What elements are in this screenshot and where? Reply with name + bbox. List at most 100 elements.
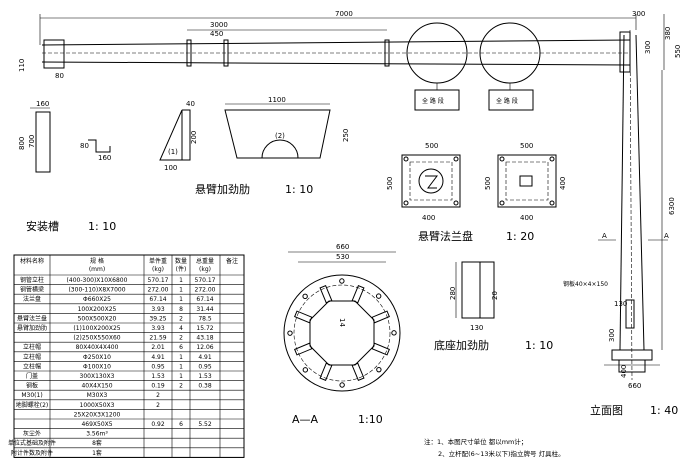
base-rib-dim-20: 20 — [491, 291, 499, 300]
table-cell: 8套 — [92, 439, 102, 447]
elev-dim-660: 660 — [628, 382, 641, 390]
groove-dim-80: 80 — [80, 142, 89, 150]
anchor-bolt-hole — [339, 382, 345, 388]
table-cell: 100X200X25 — [78, 306, 117, 313]
table-cell: 立柱帽 — [23, 353, 41, 361]
table-cell: 8 — [179, 306, 183, 313]
base-scale: 1:10 — [358, 413, 383, 426]
mounting-groove-detail: 160 800 700 80 160 安装槽 1: 10 — [18, 100, 116, 233]
table-cell: 灰尘外 — [23, 430, 41, 438]
elev-title: 立面图 — [590, 403, 623, 417]
table-cell: 0.19 — [151, 383, 165, 390]
elev-mark-a-left: A — [602, 232, 607, 240]
base-rib-title: 底座加劲肋 — [434, 338, 489, 352]
table-cell: 3.93 — [151, 325, 165, 332]
rib-part-2: (2) — [275, 132, 285, 140]
groove-dim-700: 700 — [28, 135, 36, 148]
base-rib-mark — [294, 310, 313, 324]
base-rib-mark — [371, 342, 390, 356]
material-table: 材料名称规 格(mm)单件重(kg)数量(件)总重量(kg)备注钢管立柱(400… — [8, 254, 245, 458]
table-cell: 31.44 — [196, 306, 213, 313]
table-header-cell: 总重量 — [196, 257, 214, 265]
anchor-bolt-hole — [391, 330, 397, 336]
table-cell: 300X130X3 — [80, 373, 115, 380]
notes: 注：1、本图尺寸单位 都以mm计； 2、立杆配(6~13米以下)指立牌号 灯具柱… — [424, 437, 565, 458]
flange-dim-500b: 500 — [386, 177, 394, 190]
table-cell: 钢管立柱 — [20, 276, 44, 284]
rib-dim-100: 100 — [164, 164, 177, 172]
table-cell: 门盖 — [26, 372, 38, 380]
table-cell: (1)100X200X25 — [73, 325, 120, 332]
elev-plate-note: 钢板40×4×150 — [563, 280, 608, 288]
sign-left-text: 全 路 段 — [422, 97, 444, 105]
base-title: A—A — [292, 413, 319, 426]
table-cell: Φ250X10 — [83, 354, 111, 361]
table-cell: (2)250X550X60 — [73, 335, 120, 342]
anchor-bolt-hole — [376, 366, 382, 373]
table-cell: 1000X50X3 — [80, 402, 115, 409]
cantilever-flange-detail: 500 500 400 500 500 400 400 悬臂法兰盘 1: 20 — [386, 142, 567, 243]
base-rib-dim-280: 280 — [449, 287, 457, 300]
groove-title: 安装槽 — [26, 219, 59, 233]
anchor-bolt-hole — [302, 293, 308, 300]
table-cell: 2.01 — [151, 344, 165, 351]
groove-scale: 1: 10 — [88, 220, 116, 233]
table-cell: 3.93 — [151, 306, 165, 313]
table-cell: 1.53 — [198, 373, 212, 380]
dim-380-label: 380 — [664, 27, 672, 40]
base-rib-mark — [351, 285, 365, 304]
elevation-view: 6300 钢板40×4×150 130 400 660 300 A A 立面图 … — [563, 29, 678, 417]
flange-dim-500c: 500 — [520, 142, 533, 150]
table-cell: 272.00 — [148, 287, 169, 294]
table-cell: 立柱帽 — [23, 362, 41, 370]
table-cell: 1.53 — [151, 373, 165, 380]
elev-dim-130: 130 — [614, 300, 627, 308]
table-cell: 1 — [179, 296, 183, 303]
table-cell: 钢管横梁 — [20, 286, 44, 294]
table-cell: 2 — [179, 383, 183, 390]
table-cell: 地脚螺栓(2) — [16, 401, 49, 409]
table-cell: 469X50X5 — [81, 421, 112, 428]
table-cell: 2 — [179, 315, 183, 322]
table-cell: 法兰盘 — [23, 295, 41, 303]
rib-dim-1100: 1100 — [268, 96, 286, 104]
anchor-bolt-hole — [302, 367, 309, 373]
flange-title: 悬臂法兰盘 — [418, 229, 473, 243]
groove-dim-160: 160 — [36, 100, 49, 108]
flange-dim-500a: 500 — [425, 142, 438, 150]
dim-110-label: 110 — [18, 59, 26, 72]
dim-450-label: 450 — [210, 30, 223, 38]
sign-right-text: 全 路 段 — [496, 97, 518, 105]
base-rib-mark — [371, 310, 390, 324]
table-header-cell: (mm) — [89, 266, 105, 273]
rib-title: 悬臂加劲肋 — [195, 182, 250, 196]
table-cell: 5.52 — [198, 421, 212, 428]
table-cell: (300-110)X8X7000 — [68, 287, 125, 294]
table-cell: 悬臂法兰盘 — [17, 314, 47, 322]
elev-dim-300: 300 — [608, 329, 616, 342]
elev-mark-a-right: A — [664, 232, 669, 240]
table-cell: M30(1) — [21, 392, 42, 399]
table-cell: 2 — [156, 402, 160, 409]
table-header-cell: (件) — [176, 265, 187, 273]
table-cell: 6 — [179, 344, 183, 351]
dim-550-label: 550 — [674, 45, 682, 58]
base-plate-section: 660 530 14 A—A 1:10 — [283, 243, 401, 426]
table-cell: 570.17 — [195, 277, 216, 284]
base-ribs — [287, 278, 397, 388]
table-cell: 1 — [179, 277, 183, 284]
table-cell: 悬臂加劲肋 — [17, 324, 47, 332]
table-header-cell: (kg) — [152, 266, 164, 273]
table-cell: 立柱帽 — [23, 343, 41, 351]
table-cell: 1 — [179, 354, 183, 361]
dim-total-label: 7000 — [335, 10, 353, 18]
dim-span-label: 3000 — [210, 21, 228, 29]
table-cell: 1 — [179, 363, 183, 370]
flange-dim-400a: 400 — [422, 214, 435, 222]
table-cell: 67.14 — [149, 296, 166, 303]
elev-dim-6300: 6300 — [668, 197, 676, 215]
table-cell: 80X40X4X400 — [76, 344, 119, 351]
table-header-cell: 单件重 — [149, 257, 167, 265]
anchor-bolt-hole — [287, 330, 293, 336]
